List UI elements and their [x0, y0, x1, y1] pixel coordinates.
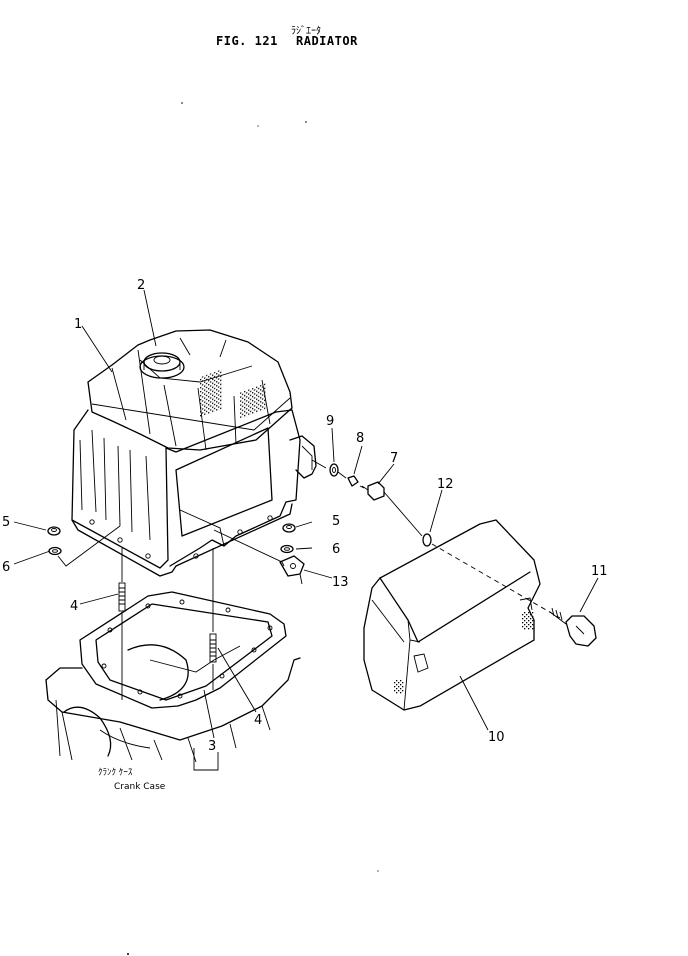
figure-title: RADIATOR [296, 34, 358, 48]
callout-9: 9 [326, 414, 334, 429]
drain-valve-parts [311, 459, 432, 547]
radiator-body [71, 329, 317, 577]
figure-kana-title: ﾗｼﾞｴｰﾀ [291, 26, 321, 37]
callout-13: 13 [332, 575, 349, 590]
callout-4-left: 4 [70, 599, 78, 614]
callout-7: 7 [390, 451, 398, 466]
callout-10: 10 [488, 730, 505, 745]
radiator-cover [363, 519, 541, 711]
cover-knob [549, 607, 597, 647]
clamp-bracket [279, 555, 305, 585]
callout-6-left: 6 [2, 560, 10, 575]
stud-bolts [118, 582, 217, 663]
callout-6-right: 6 [332, 542, 340, 557]
callout-5-right: 5 [332, 514, 340, 529]
crank-case-and-gasket [45, 591, 301, 771]
callout-4-right: 4 [254, 713, 262, 728]
radiator-cap [139, 352, 185, 379]
callout-11: 11 [591, 564, 608, 579]
callout-3: 3 [208, 739, 216, 754]
callout-5-left: 5 [2, 515, 10, 530]
callout-1: 1 [74, 317, 82, 332]
nuts-and-washers-right [213, 523, 296, 567]
figure-number: FIG. 121 [216, 34, 278, 48]
crank-case-label: Crank Case [114, 782, 166, 792]
callout-2: 2 [137, 278, 145, 293]
callout-8: 8 [356, 431, 364, 446]
nuts-and-washers-left [47, 525, 121, 567]
callout-12: 12 [437, 477, 454, 492]
crank-case-kana: ｸﾗﾝｸ ｹｰｽ [98, 767, 133, 778]
leader-lines [13, 289, 599, 739]
